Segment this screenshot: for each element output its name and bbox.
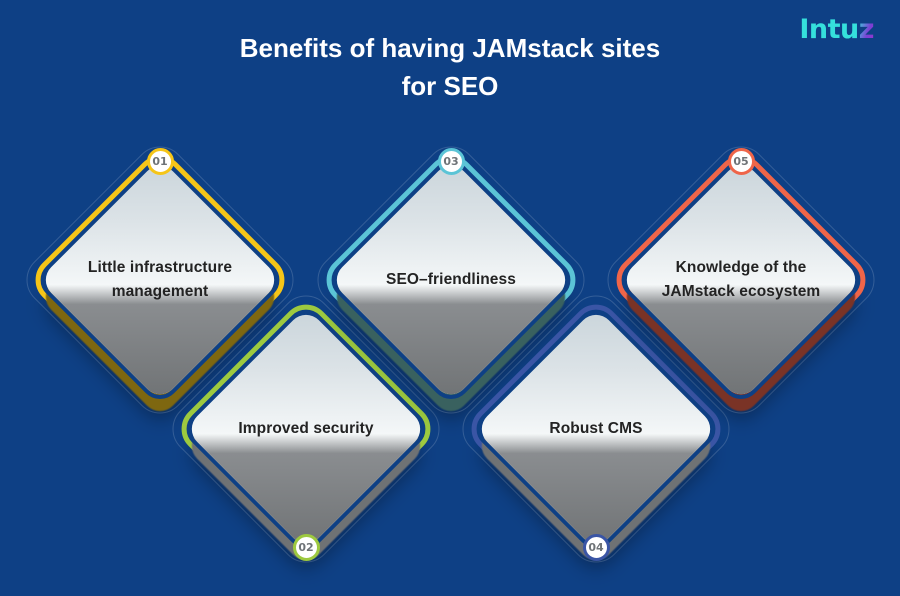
page-title-line-2: for SEO — [401, 70, 499, 101]
page-title-line-1: Benefits of having JAMstack sites — [239, 33, 661, 63]
page-title: Benefits of having JAMstack sites for SE… — [0, 30, 900, 105]
diamond-badge-01[interactable]: 01 — [146, 148, 174, 175]
diamond-badge-05[interactable]: 05 — [727, 148, 755, 175]
diamond-badge-03[interactable]: 03 — [437, 148, 465, 175]
logo-accent-letter: z — [858, 14, 875, 45]
diamond-badge-04[interactable]: 04 — [582, 534, 610, 561]
logo-wordmark: Intu — [799, 14, 859, 45]
diamond-badge-02[interactable]: 02 — [292, 534, 320, 561]
